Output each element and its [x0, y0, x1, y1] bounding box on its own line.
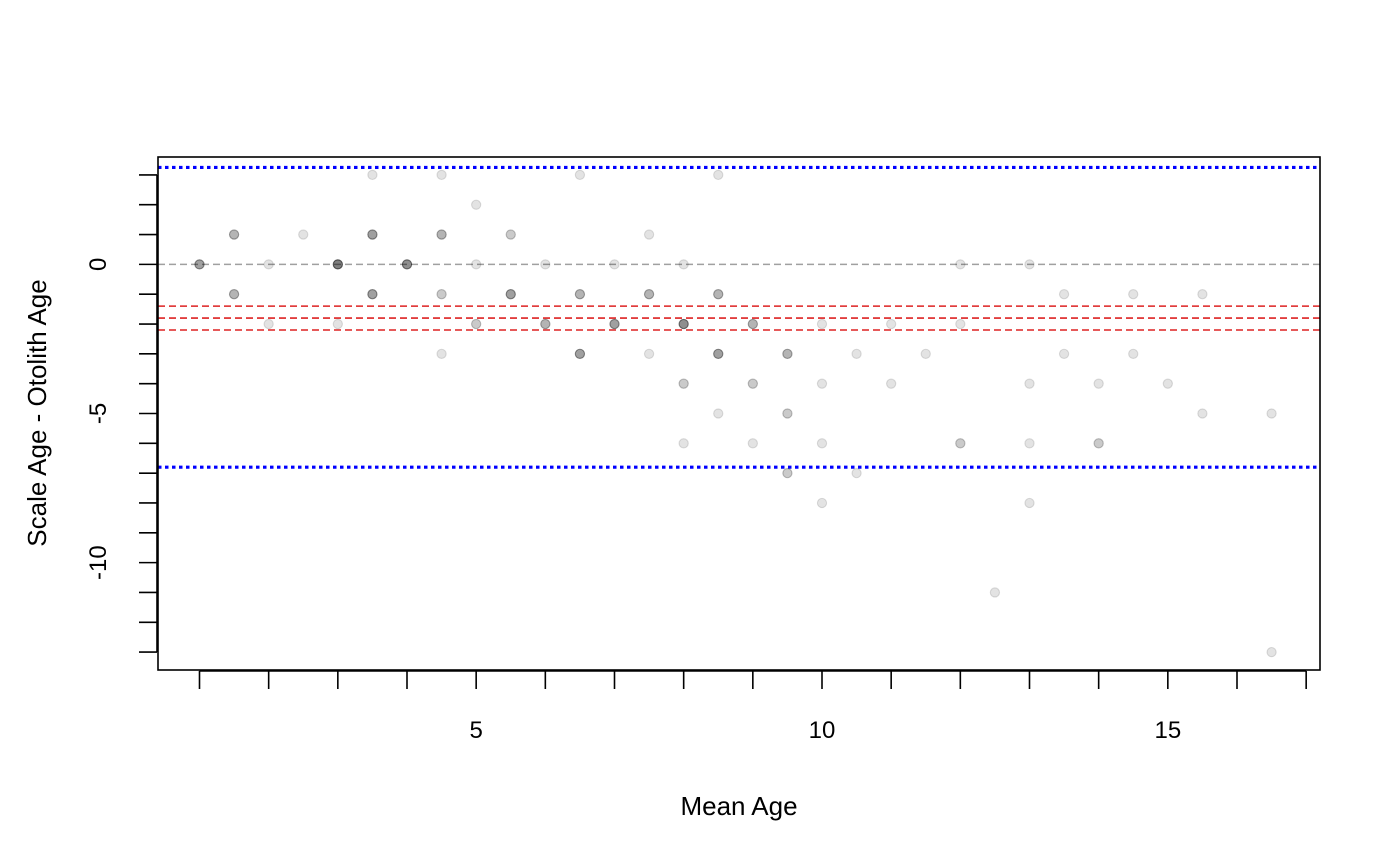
data-point-12: [436, 169, 447, 181]
data-point-0: [194, 259, 205, 270]
data-point-3: [263, 259, 274, 270]
y-tick-label--5: -5: [85, 403, 112, 424]
plot-frame: [157, 156, 1321, 671]
data-point-70: [1197, 408, 1208, 419]
data-point-50: [851, 468, 862, 479]
data-point-8: [367, 169, 378, 181]
data-point-45: [816, 318, 828, 330]
data-point-72: [1266, 646, 1277, 658]
y-tick-label--10: -10: [85, 545, 112, 580]
data-point-17: [471, 259, 482, 270]
data-point-54: [955, 259, 966, 270]
data-points: [194, 169, 1277, 658]
data-point-29: [643, 289, 655, 300]
data-point-28: [643, 229, 655, 240]
data-point-62: [1058, 289, 1070, 300]
data-point-55: [955, 318, 966, 330]
data-point-18: [471, 318, 482, 330]
data-point-14: [436, 289, 447, 300]
data-point-48: [816, 497, 828, 509]
data-point-32: [678, 318, 689, 330]
data-point-64: [1093, 378, 1104, 389]
data-point-63: [1058, 348, 1070, 359]
data-point-35: [713, 169, 724, 181]
data-point-49: [851, 348, 862, 359]
data-point-6: [332, 259, 343, 270]
data-point-27: [609, 318, 620, 330]
data-point-57: [989, 587, 1001, 598]
data-point-38: [713, 408, 724, 419]
y-axis-title: Scale Age - Otolith Age: [22, 279, 52, 546]
data-point-9: [367, 229, 378, 240]
data-point-44: [782, 468, 793, 479]
data-point-25: [574, 348, 586, 359]
data-point-37: [713, 348, 724, 359]
data-point-43: [782, 408, 793, 419]
data-point-56: [955, 438, 966, 449]
data-point-40: [747, 378, 758, 389]
data-point-68: [1162, 378, 1173, 389]
reference-lines: [158, 165, 1320, 469]
data-point-22: [540, 318, 551, 330]
data-point-2: [228, 289, 240, 300]
data-point-52: [886, 378, 897, 389]
data-point-60: [1024, 438, 1035, 449]
data-point-31: [678, 259, 689, 270]
data-point-42: [782, 348, 793, 359]
x-tick-label-5: 5: [469, 717, 482, 744]
data-point-19: [505, 229, 516, 240]
data-point-39: [747, 318, 758, 330]
data-point-15: [436, 348, 447, 359]
data-point-66: [1128, 289, 1139, 300]
data-point-13: [436, 229, 447, 240]
x-tick-label-10: 10: [809, 717, 836, 744]
data-point-51: [886, 318, 897, 330]
data-point-67: [1128, 348, 1139, 359]
data-point-47: [816, 438, 828, 449]
data-point-65: [1093, 438, 1104, 449]
data-point-53: [920, 348, 931, 359]
x-axis-title: Mean Age: [680, 791, 797, 821]
data-point-4: [263, 318, 274, 330]
data-point-26: [609, 259, 620, 270]
data-point-21: [540, 259, 551, 270]
x-tick-label-15: 15: [1154, 717, 1181, 744]
data-point-30: [643, 348, 655, 359]
data-point-59: [1024, 378, 1035, 389]
data-point-7: [332, 318, 343, 330]
data-point-1: [228, 229, 240, 240]
data-point-5: [298, 229, 309, 240]
data-point-11: [401, 259, 413, 270]
data-point-33: [678, 378, 689, 389]
data-point-24: [574, 289, 586, 300]
data-point-58: [1024, 259, 1035, 270]
data-point-46: [816, 378, 828, 389]
data-point-69: [1197, 289, 1208, 300]
data-point-10: [367, 289, 378, 300]
data-point-36: [713, 289, 724, 300]
data-point-20: [505, 289, 516, 300]
data-point-16: [471, 199, 482, 210]
data-point-23: [574, 169, 586, 181]
data-point-41: [747, 438, 758, 449]
x-axis: 5 10 15: [198, 670, 1307, 744]
y-tick-label-0: 0: [85, 258, 112, 271]
y-axis: 0 -5 -10: [85, 174, 158, 653]
data-point-34: [678, 438, 689, 449]
data-point-71: [1266, 408, 1277, 419]
data-point-61: [1024, 497, 1035, 509]
